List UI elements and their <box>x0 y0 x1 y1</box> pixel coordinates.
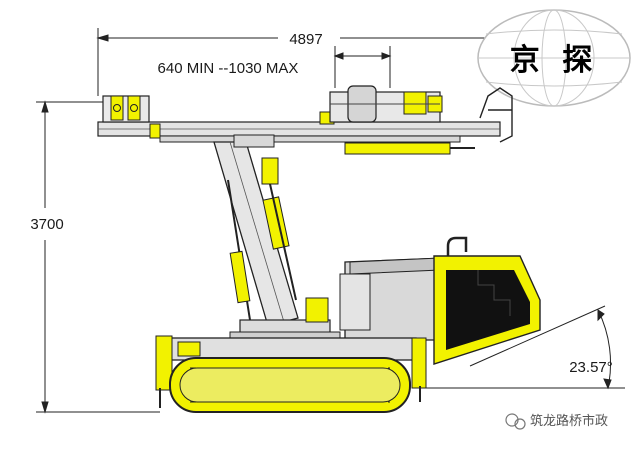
boom-arm <box>213 134 299 327</box>
drill-head-left <box>102 95 150 123</box>
track-frame <box>155 335 427 408</box>
yellow-cover <box>433 255 541 365</box>
logo-text: 京 探 <box>510 43 598 78</box>
feed-beam <box>97 111 501 155</box>
overall-length-label: 4897 <box>289 31 322 48</box>
dimension-angle <box>420 305 625 390</box>
watermark: 筑龙路桥市政 <box>505 413 608 430</box>
feed-range-label: 640 MIN --1030 MAX <box>158 60 299 77</box>
watermark-text: 筑龙路桥市政 <box>530 413 608 429</box>
engine-housing <box>339 236 468 341</box>
feed-end-fork <box>479 87 513 143</box>
dimension-height <box>36 100 160 414</box>
crawler-track <box>169 357 411 413</box>
rotation-unit <box>329 85 443 123</box>
dimension-feed-range <box>333 46 392 88</box>
logo-globe: 京 探 <box>477 9 631 107</box>
turntable <box>229 297 341 341</box>
lift-cylinder-left <box>227 179 251 321</box>
height-label: 3700 <box>30 216 63 233</box>
angle-label: 23.57° <box>569 359 613 376</box>
lift-cylinder-right <box>261 157 297 301</box>
